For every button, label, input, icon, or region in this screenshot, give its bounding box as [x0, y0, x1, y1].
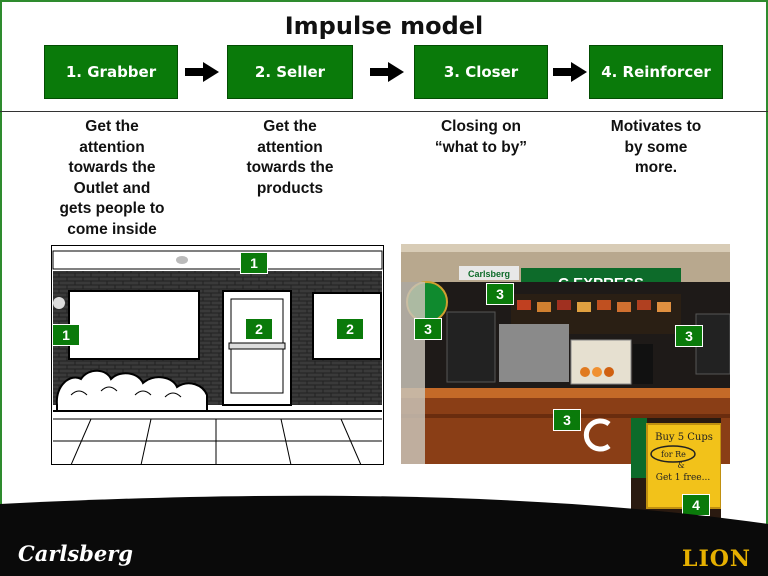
storefront-sketch — [51, 245, 384, 465]
desc-line: Get the — [222, 117, 358, 138]
desc-line: attention — [40, 138, 184, 159]
step-seller: 2. Seller — [227, 45, 353, 99]
promo-line-2: for Re — [661, 450, 686, 459]
badge-grabber-window: 1 — [52, 324, 80, 346]
badge-closer-left: 3 — [414, 318, 442, 340]
desc-line: Motivates to — [586, 117, 726, 138]
lion-logo: LION — [682, 546, 751, 572]
arrow-right-icon — [185, 62, 219, 82]
desc-line: more. — [586, 158, 726, 179]
carlsberg-logo: Carlsberg — [18, 541, 133, 566]
description-seller: Get the attention towards the products — [222, 117, 358, 199]
promo-line-3: & — [677, 461, 684, 470]
badge-grabber-sign: 1 — [240, 252, 268, 274]
desc-line: Closing on — [410, 117, 552, 138]
desc-line: gets people to — [40, 199, 184, 220]
badge-closer-counter: 3 — [553, 409, 581, 431]
slide-title: Impulse model — [0, 12, 768, 40]
desc-line: come inside — [40, 220, 184, 241]
promo-line-1: Buy 5 Cups — [655, 432, 713, 443]
badge-seller-window: 2 — [336, 318, 364, 340]
step-reinforcer: 4. Reinforcer — [589, 45, 723, 99]
desc-line: towards the — [40, 158, 184, 179]
step-grabber: 1. Grabber — [44, 45, 178, 99]
desc-line: attention — [222, 138, 358, 159]
badge-seller-door: 2 — [245, 318, 273, 340]
arrow-right-icon — [553, 62, 587, 82]
desc-line: products — [222, 179, 358, 200]
badge-closer-right: 3 — [675, 325, 703, 347]
desc-line: towards the — [222, 158, 358, 179]
description-reinforcer: Motivates to by some more. — [586, 117, 726, 179]
desc-line: “what to by” — [410, 138, 552, 159]
desc-line: Get the — [40, 117, 184, 138]
divider — [0, 111, 768, 112]
desc-line: Outlet and — [40, 179, 184, 200]
arrow-right-icon — [370, 62, 404, 82]
badge-closer-menu: 3 — [486, 283, 514, 305]
desc-line: by some — [586, 138, 726, 159]
description-closer: Closing on “what to by” — [410, 117, 552, 158]
step-closer: 3. Closer — [414, 45, 548, 99]
carlsberg-sign-text: Carlsberg — [468, 269, 510, 279]
description-grabber: Get the attention towards the Outlet and… — [40, 117, 184, 240]
